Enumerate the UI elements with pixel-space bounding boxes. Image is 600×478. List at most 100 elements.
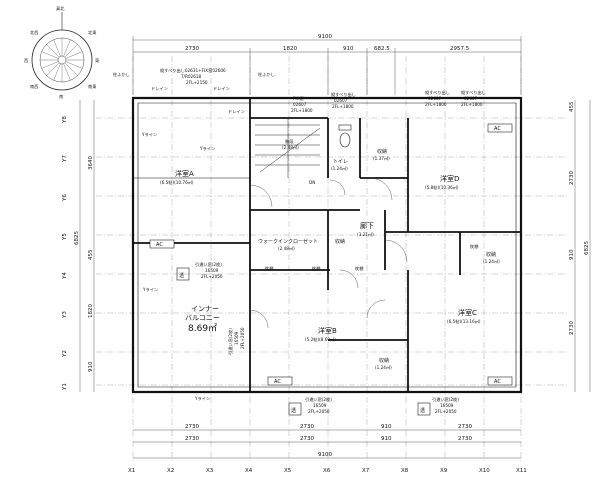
compass-label-se: 南東 (88, 83, 97, 90)
dim-top-seg-3: 910 (343, 46, 354, 52)
ac-label-3: AC (274, 379, 281, 385)
grid-label-x: X5 (284, 468, 292, 474)
room-closet3-area: (1.24㎡) (483, 258, 500, 264)
compass-spoke (64, 62, 78, 76)
dim-left-seg-1: 3640 (88, 156, 94, 170)
window-note-3-line2: 02607 (334, 98, 348, 103)
dim-top-total: 9100 (318, 34, 332, 40)
drain-line-label-2: ドレイン (151, 86, 168, 91)
room-closet1-name: 収納 (377, 148, 387, 155)
window-note-2-line1: FIX窓 (293, 95, 304, 101)
dim-bottom-r2-seg-1: 2730 (185, 436, 199, 442)
room-balcony-name-2: バルコニー (185, 314, 220, 322)
room-yoshitsu-d-name: 洋室D (440, 174, 459, 183)
window-note-7-line3: 2FL+2050 (435, 409, 457, 414)
window-note-8-line1: 引違い窓(2枚) (195, 261, 222, 268)
dim-top-seg-1: 2730 (185, 46, 199, 52)
compass-spoke (65, 51, 83, 59)
window-note-9-line2: 16509 (234, 331, 239, 345)
room-closet4-name: 収納 (335, 238, 345, 245)
grid-label-x: X9 (440, 468, 448, 474)
window-note-3-line3: 2FL+1800 (332, 104, 354, 109)
window-note-9-line3: 2FL+2050 (240, 327, 245, 349)
ac-label-2: AC (494, 126, 501, 132)
dim-bottom-r2-seg-3: 910 (381, 436, 392, 442)
room-closet3-name: 収納 (486, 251, 496, 258)
window-note-4-line1: 縦すべり出し (425, 89, 450, 96)
window-note-4-line2: 02607 (428, 96, 442, 101)
y-line-label-2: Yライン (199, 146, 215, 152)
grid-label-x: X4 (245, 468, 253, 474)
walls (131, 96, 523, 394)
compass-spoke (53, 63, 61, 81)
transparent-window-markers (176, 267, 431, 416)
compass-spoke (41, 61, 59, 69)
grid-label-y: Y3 (62, 311, 68, 319)
grid-label-y: Y8 (62, 116, 68, 124)
room-wic-area: (2.48㎡) (278, 245, 295, 251)
dim-bottom-r1-seg-3: 910 (381, 424, 392, 430)
window-note-2-line2: 02607 (293, 102, 307, 107)
dim-bottom-r1-seg-1: 2730 (185, 424, 199, 430)
window-note-8-line3: 2FL+2050 (201, 274, 223, 279)
shelf-label-3: 枕棚 (355, 265, 363, 272)
y-line-label-3: Yライン (142, 287, 158, 293)
drain-line-label-3: ドレイン (228, 109, 245, 114)
grid-label-y: Y1 (62, 383, 68, 391)
dim-left-seg-2: 455 (88, 249, 94, 260)
window-note-1-line1: 縦すべり出し02631+FIX窓02606 (160, 67, 226, 74)
room-balcony-area: 8.69㎡ (188, 323, 217, 334)
room-stairs-area: (2.48㎡) (282, 144, 299, 150)
compass-label-w: 西 (24, 58, 28, 64)
pillar-label-1: 柱ふかし (113, 71, 130, 78)
grid-label-x: X10 (479, 468, 490, 474)
grid-label-y: Y6 (62, 194, 68, 202)
dim-bottom-r2-seg-2: 2730 (300, 436, 314, 442)
grid-label-y: Y7 (62, 155, 68, 163)
door-swings (249, 177, 408, 329)
room-yoshitsu-d-area: (5.8帖)(10.36㎡) (425, 184, 459, 191)
compass-spoke (46, 44, 60, 58)
window-note-6-line3: 2FL+2050 (308, 409, 330, 414)
window-note-6-line2: 16509 (313, 403, 327, 408)
y-line-label-1: Yライン (141, 132, 157, 138)
window-note-4-line3: 2FL+1800 (425, 102, 447, 107)
room-yoshitsu-a-name: 洋室A (175, 169, 194, 178)
grid-label-x: X2 (167, 468, 174, 474)
dim-bottom-r1-seg-4: 2730 (458, 424, 472, 430)
dim-bottom-r1-seg-2: 2730 (300, 424, 314, 430)
compass-spoke (46, 62, 60, 76)
stairs (255, 118, 321, 178)
grid-label-y: Y4 (62, 272, 68, 280)
window-note-1-line2: T/R02618 (180, 74, 202, 79)
window-note-7-line1: 引違い窓(2枚) (432, 396, 459, 403)
grid-label-x: X7 (362, 468, 370, 474)
room-stairs-name: 階段 (285, 138, 294, 145)
room-toilet-area: (1.24㎡) (331, 165, 348, 171)
dim-left-seg-3: 1820 (88, 304, 94, 318)
bottom-dimensions (133, 429, 521, 459)
dim-left-seg-4: 910 (88, 361, 94, 372)
room-hallway-name: 廊下 (360, 221, 374, 230)
ac-units (149, 123, 513, 386)
dim-left-total: 6825 (74, 231, 80, 245)
window-note-5-line2: 02607 (464, 96, 478, 101)
grid-label-x: X3 (206, 468, 214, 474)
top-dimensions (132, 36, 522, 95)
dim-top-seg-4: 682.5 (374, 46, 390, 52)
transparent-label-1: 透 (179, 272, 184, 279)
compass-label-s: 南 (59, 93, 63, 99)
drain-line-label-1: ドレイン (213, 86, 230, 91)
room-yoshitsu-b-name: 洋室B (318, 326, 337, 335)
room-yoshitsu-a-area: (6.5帖)(10.76㎡) (160, 179, 194, 186)
window-note-2-line3: 2FL+1800 (291, 108, 313, 113)
grid-label-x: X8 (401, 468, 409, 474)
ac-label-4: AC (494, 379, 501, 385)
pillar-label-2: 柱ふかし (258, 71, 275, 78)
window-note-3-line1: 縦すべり出し (331, 91, 356, 98)
room-yoshitsu-b-area: (5.2帖)(8.69㎡) (305, 336, 336, 343)
room-toilet-name: トイレ (333, 159, 348, 165)
compass-spoke (63, 63, 71, 81)
dim-bottom-total: 9100 (318, 452, 332, 458)
right-dimensions (574, 100, 591, 392)
